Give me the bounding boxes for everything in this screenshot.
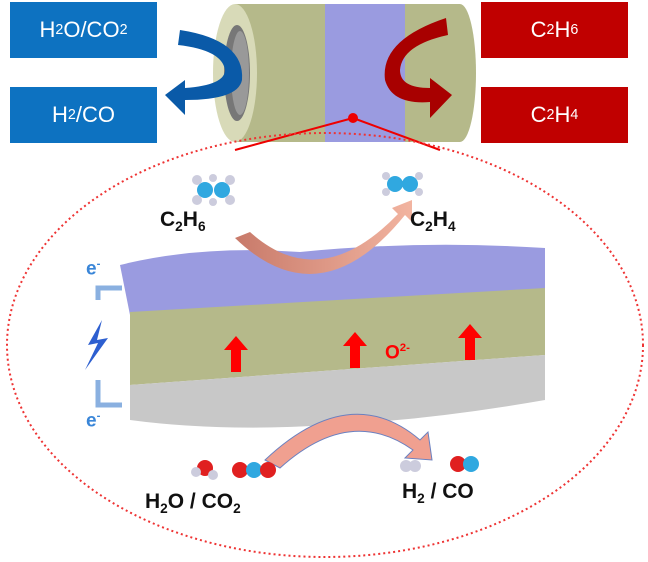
reaction-arc-bottom (264, 413, 433, 469)
co-molecule (450, 456, 479, 472)
cathode-product-label: H2 / CO (402, 480, 474, 507)
ethylene-molecule (382, 172, 423, 196)
external-circuit (95, 285, 122, 408)
anode-layer (120, 244, 545, 315)
reaction-arc-top (235, 200, 412, 274)
magnified-view-outline (6, 132, 644, 558)
up-arrow-icon (458, 324, 482, 360)
oxide-ion-arrows (224, 324, 482, 372)
electron-top-label: e- (86, 258, 101, 280)
hydrogen-molecule (400, 460, 421, 472)
oxide-ion-label: O2- (385, 342, 410, 364)
ethane-label: C2H6 (160, 208, 206, 235)
cathode-layer (130, 355, 545, 428)
water-molecule (191, 460, 218, 480)
cell-layers (120, 244, 545, 428)
ethylene-label: C2H4 (410, 208, 456, 235)
ethane-molecule (192, 174, 235, 206)
co2-molecule (232, 462, 276, 478)
cathode-feed-label: H2O / CO2 (145, 490, 241, 517)
lightning-icon (85, 320, 108, 370)
up-arrow-icon (224, 336, 248, 372)
electron-bottom-label: e- (86, 410, 101, 432)
red-flow-arrow (384, 18, 452, 118)
blue-flow-arrow (165, 30, 243, 115)
up-arrow-icon (343, 332, 367, 368)
